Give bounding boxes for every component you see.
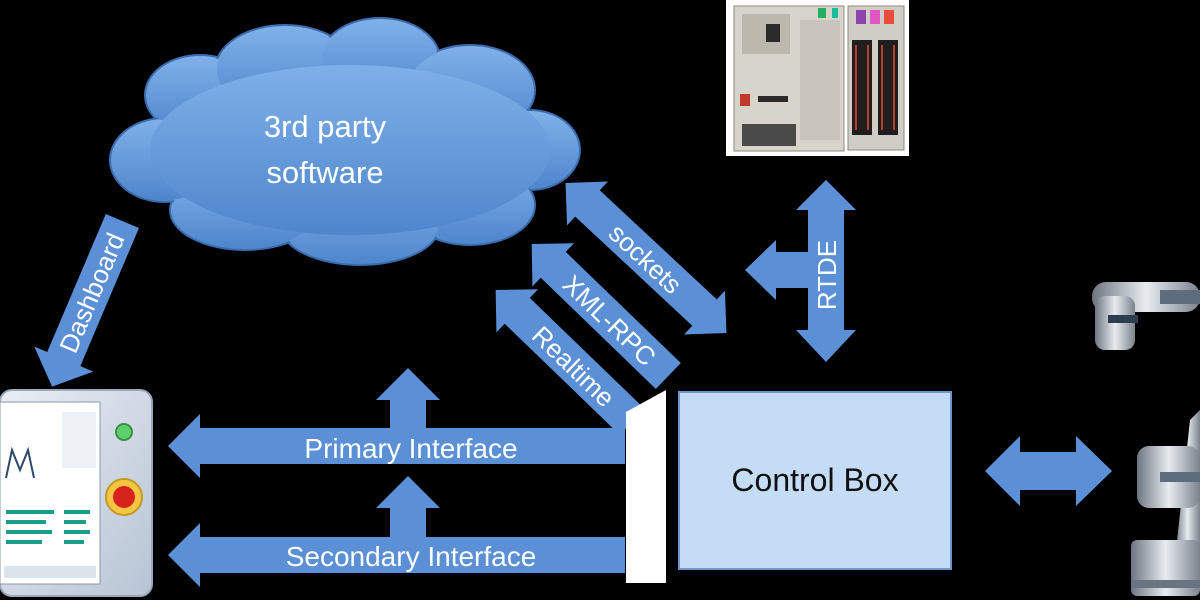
- control-box: Control Box: [678, 391, 952, 570]
- teach-pendant-image: [0, 389, 153, 597]
- primary-interface-label: Primary Interface: [304, 433, 517, 464]
- robot-link-arrow: [985, 436, 1112, 506]
- sockets-arrow-label: sockets: [603, 218, 688, 300]
- secondary-interface-arrow: Secondary Interface: [168, 523, 625, 587]
- robot-arm-image: [1092, 282, 1200, 596]
- rtde-arrow-label: RTDE: [812, 240, 842, 310]
- primary-interface-arrow: Primary Interface: [168, 414, 625, 478]
- third-party-software-cloud: 3rd party software: [109, 17, 581, 266]
- plc-controller-image: [726, 0, 909, 156]
- rtde-arrow: RTDE: [745, 180, 856, 362]
- dashboard-arrow: Dashboard: [34, 213, 139, 387]
- secondary-interface-label: Secondary Interface: [286, 541, 537, 572]
- connector-bar: [626, 390, 666, 583]
- cloud-label-line2: software: [266, 155, 383, 190]
- primary-up-arrow: [376, 368, 440, 428]
- sockets-arrow: sockets: [565, 181, 727, 335]
- cloud-label-line1: 3rd party: [264, 109, 387, 144]
- control-box-label: Control Box: [731, 462, 898, 498]
- secondary-up-arrow: [376, 476, 440, 537]
